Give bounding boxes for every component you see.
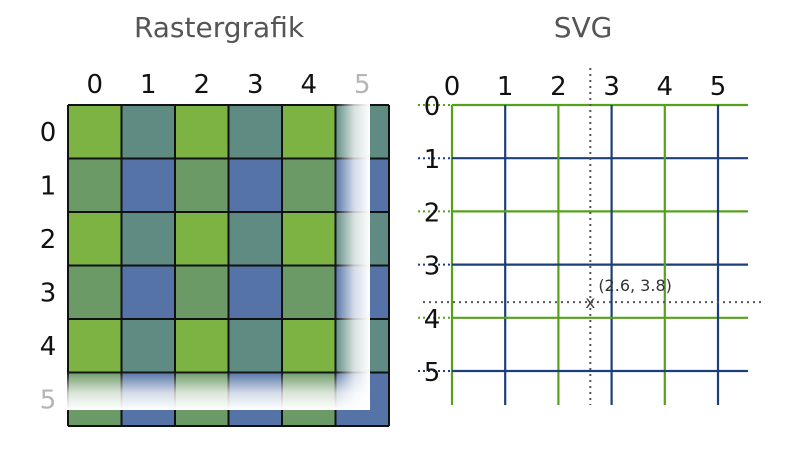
raster-pixel [121,319,175,373]
raster-pixel [68,105,122,159]
point-marker: x [585,293,595,313]
raster-grid: 0 1 2 3 4 5 0 1 2 3 4 5 [40,70,390,427]
raster-pixel [175,265,229,319]
svg-column-label: 5 [710,72,727,102]
svg-row-label: 3 [424,252,441,282]
raster-column-label: 0 [86,70,103,100]
svg-column-label: 1 [497,72,514,102]
raster-pixel [121,158,175,212]
raster-pixel [228,212,282,266]
raster-row-label: 1 [40,171,57,201]
svg-grid: 0 1 2 3 4 5 0 1 2 3 4 5 x (2.6, 3.8) [418,68,765,405]
raster-fade-bottom [55,372,370,410]
raster-pixel [68,319,122,373]
raster-pixel [175,319,229,373]
raster-row-label: 3 [40,278,57,308]
raster-row-label: 5 [40,385,57,415]
svg-column-label: 3 [603,72,620,102]
raster-pixel [175,158,229,212]
raster-pixel [175,212,229,266]
raster-column-label: 4 [300,70,317,100]
raster-pixel [228,105,282,159]
raster-pixel [282,212,336,266]
raster-pixel [121,105,175,159]
svg-column-label: 4 [657,72,674,102]
point-coordinate-label: (2.6, 3.8) [598,276,672,295]
raster-row-label: 2 [40,225,57,255]
raster-column-label: 2 [193,70,210,100]
svg-row-label: 5 [424,358,441,388]
raster-pixel [282,265,336,319]
raster-fade-right [335,90,370,410]
raster-row-label: 0 [40,118,57,148]
raster-pixel [68,212,122,266]
raster-pixel [175,105,229,159]
svg-title: SVG [554,11,613,44]
svg-column-label: 2 [550,72,567,102]
svg-row-label: 0 [424,92,441,122]
raster-row-label: 4 [40,332,57,362]
raster-column-label: 1 [140,70,157,100]
svg-column-label: 0 [444,72,461,102]
raster-pixel [68,158,122,212]
raster-pixel [228,319,282,373]
raster-pixel [282,105,336,159]
svg-row-label: 2 [424,198,441,228]
raster-pixel [68,265,122,319]
svg-row-label: 1 [424,145,441,175]
raster-column-label: 3 [247,70,264,100]
raster-pixel [121,265,175,319]
raster-title: Rastergrafik [134,11,305,44]
raster-pixel [228,158,282,212]
raster-pixel [282,158,336,212]
raster-pixel [121,212,175,266]
svg-row-label: 4 [424,305,441,335]
raster-pixel [228,265,282,319]
raster-pixel [282,319,336,373]
raster-column-label: 5 [354,70,371,100]
